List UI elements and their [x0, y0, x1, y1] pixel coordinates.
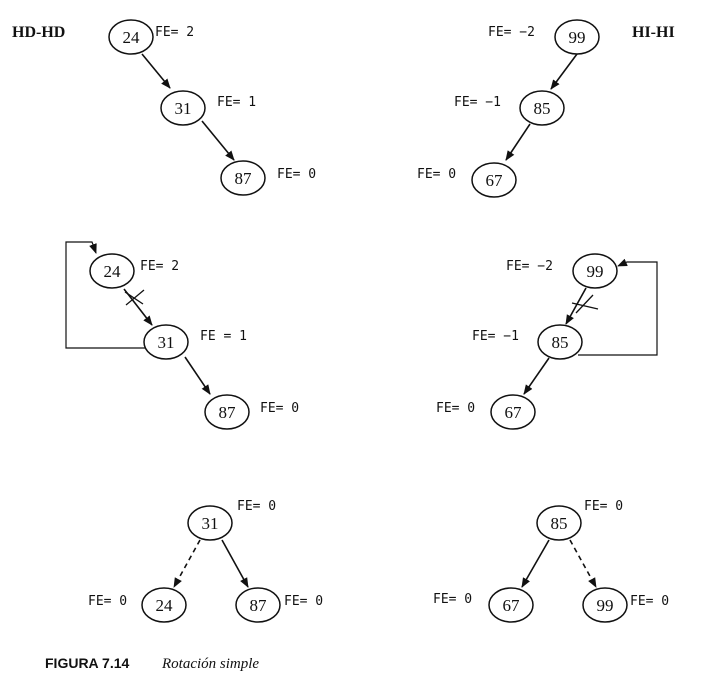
fe-label: FE= 0: [433, 592, 472, 607]
figure-caption: Rotación simple: [161, 656, 259, 672]
svg-text:31: 31: [175, 99, 192, 118]
node-87: 87: [204, 394, 250, 430]
rotation-arrow: [578, 258, 658, 356]
node-67: 67: [490, 394, 536, 430]
fe-label: FE= −1: [472, 329, 519, 344]
cut-mark: [575, 294, 594, 314]
fe-label: FE= 0: [88, 594, 127, 609]
left-tree-initial: 24 FE= 2 31 FE= 1 87 FE= 0: [108, 19, 316, 196]
fe-label: FE= −1: [454, 95, 501, 110]
edge: [221, 539, 249, 588]
left-case-label: HD-HD: [12, 24, 65, 41]
node-24: 24: [89, 253, 135, 289]
svg-text:67: 67: [503, 596, 521, 615]
fe-label: FE= −2: [506, 259, 553, 274]
edge: [565, 287, 587, 325]
fe-label: FE= 0: [630, 594, 669, 609]
node-31: 31: [143, 324, 189, 360]
left-tree-result: 31 FE= 0 24 FE= 0 87 FE= 0: [88, 499, 323, 623]
svg-text:99: 99: [597, 596, 614, 615]
fe-label: FE= 0: [584, 499, 623, 514]
fe-label: FE= 2: [140, 259, 179, 274]
right-tree-initial: 99 FE= −2 85 FE= −1 67 FE= 0: [417, 19, 600, 198]
svg-text:24: 24: [156, 596, 174, 615]
fe-label: FE= 0: [277, 167, 316, 182]
svg-text:24: 24: [123, 28, 141, 47]
edge: [521, 539, 550, 588]
node-85: 85: [519, 90, 565, 126]
right-tree-result: 85 FE= 0 67 FE= 0 99 FE= 0: [433, 499, 669, 623]
svg-text:24: 24: [104, 262, 122, 281]
left-tree-rotating: 24 FE= 2 31 FE = 1 87 FE= 0: [65, 241, 299, 430]
svg-text:99: 99: [587, 262, 604, 281]
svg-text:87: 87: [250, 596, 268, 615]
node-24: 24: [141, 587, 187, 623]
fe-label: FE= 2: [155, 25, 194, 40]
right-tree-rotating: 99 FE= −2 85 FE= −1 67 FE= 0: [436, 253, 658, 430]
node-99: 99: [554, 19, 600, 55]
cut-mark: [571, 302, 599, 310]
node-99: 99: [582, 587, 628, 623]
edge: [201, 120, 235, 161]
node-24: 24: [108, 19, 154, 55]
svg-text:31: 31: [202, 514, 219, 533]
fe-label: FE= 0: [436, 401, 475, 416]
node-67: 67: [488, 587, 534, 623]
edge: [550, 53, 578, 90]
fe-label: FE= 0: [260, 401, 299, 416]
rotation-arrow: [65, 241, 150, 349]
node-99: 99: [572, 253, 618, 289]
cut-mark: [125, 289, 145, 306]
svg-text:31: 31: [158, 333, 175, 352]
right-case-label: HI-HI: [632, 24, 675, 41]
fe-label: FE= 0: [417, 167, 456, 182]
node-31: 31: [160, 90, 206, 126]
node-85: 85: [537, 324, 583, 360]
svg-text:85: 85: [534, 99, 551, 118]
edge: [523, 357, 550, 395]
figure-number: FIGURA 7.14: [45, 655, 129, 671]
svg-text:87: 87: [235, 169, 253, 188]
edge: [141, 53, 171, 89]
fe-label: FE = 1: [200, 329, 247, 344]
svg-text:67: 67: [505, 403, 523, 422]
node-87: 87: [220, 160, 266, 196]
svg-text:85: 85: [552, 333, 569, 352]
fe-label: FE= −2: [488, 25, 535, 40]
node-31: 31: [187, 505, 233, 541]
fe-label: FE= 1: [217, 95, 256, 110]
svg-text:67: 67: [486, 171, 504, 190]
node-67: 67: [471, 162, 517, 198]
svg-text:99: 99: [569, 28, 586, 47]
fe-label: FE= 0: [284, 594, 323, 609]
edge: [173, 539, 201, 588]
node-85: 85: [536, 505, 582, 541]
edge: [569, 539, 597, 588]
edge: [505, 123, 531, 161]
fe-label: FE= 0: [237, 499, 276, 514]
svg-text:85: 85: [551, 514, 568, 533]
edge: [184, 356, 211, 395]
svg-text:87: 87: [219, 403, 237, 422]
node-87: 87: [235, 587, 281, 623]
